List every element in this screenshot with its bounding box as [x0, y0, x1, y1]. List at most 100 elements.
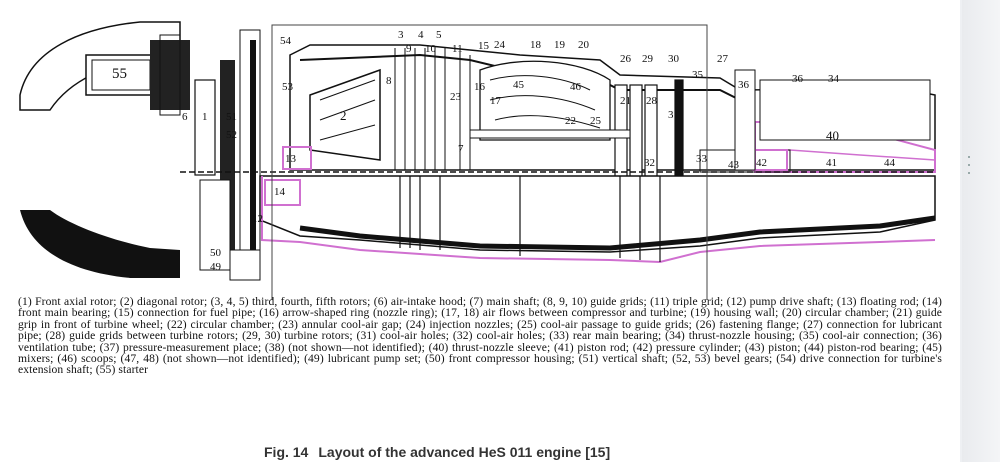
legend-entry: (28) guide grids between turbine rotors; [45, 329, 243, 343]
legend-entry: (43) piston; [744, 340, 805, 354]
legend-entry: (6) air-intake hood; [373, 295, 470, 308]
callout-54: 54 [280, 35, 292, 47]
callout-27: 27 [717, 53, 729, 65]
legend-entry: (7) main shaft; [469, 295, 543, 308]
lower-half-body [259, 175, 936, 253]
callout-2: 2 [340, 108, 347, 123]
drawing-stroke [469, 129, 631, 139]
callout-7: 7 [458, 143, 464, 155]
callout-22: 22 [565, 115, 576, 127]
callout-43: 43 [728, 159, 740, 171]
callout-12: 12 [252, 213, 263, 225]
legend-entry: (27) connection for lubricant pipe; [18, 317, 943, 343]
drawing-stroke [759, 79, 931, 141]
legend-entry: (55) starter [95, 363, 149, 377]
callout-20: 20 [578, 39, 590, 51]
callout-18: 18 [530, 39, 542, 51]
selection-box [271, 24, 708, 300]
callout-55: 55 [112, 66, 127, 82]
viewer-side-panel [962, 0, 1000, 462]
callout-23: 23 [450, 91, 462, 103]
intake-hood-lower [20, 210, 180, 278]
legend-entry: (3, 4, 5) third, fourth, fifth rotors; [210, 295, 374, 308]
legend-entry: (50) front compressor housing; [424, 352, 579, 366]
callout-4: 4 [418, 29, 424, 41]
callout-29: 29 [642, 53, 654, 65]
callout-35: 35 [692, 69, 704, 81]
legend-entry: (33) rear main bearing; [549, 329, 666, 343]
callout-49: 49 [210, 261, 222, 273]
legend-entry: (24) injection nozzles; [405, 317, 518, 331]
legend-entry: (40) thrust-nozzle sleeve; [428, 340, 554, 354]
caption-title: Layout of the advanced HeS 011 engine [1… [318, 444, 611, 460]
callout-24: 24 [494, 39, 506, 51]
starter-unit [85, 34, 190, 116]
callout-16: 16 [474, 81, 486, 93]
legend-entry: (46) scoops; [57, 352, 121, 366]
legend-entry: (2) diagonal rotor; [119, 295, 211, 308]
callout-5: 5 [436, 29, 442, 41]
legend-entry: (54) drive connection for turbine's exte… [18, 352, 943, 377]
callout-17: 17 [490, 95, 502, 107]
drawing-stroke [489, 75, 601, 129]
legend-entry: (19) housing wall; [690, 306, 782, 320]
legend-entry: (15) connection for fuel pipe; [114, 306, 260, 320]
callout-36: 36 [792, 73, 804, 85]
drawing-stroke [282, 146, 312, 170]
callout-15: 15 [478, 40, 490, 52]
callout-45: 45 [513, 79, 525, 91]
figure-caption: Fig. 14 Layout of the advanced HeS 011 en… [264, 444, 704, 460]
legend-entry: (22) circular chamber; [167, 317, 279, 331]
legend-entry: (41) piston rod; [554, 340, 633, 354]
drawing-stroke [399, 176, 661, 262]
legend-entry: (25) cool-air passage to guide grids; [517, 317, 696, 331]
drawing-stroke [229, 249, 261, 281]
callout-25: 25 [590, 115, 602, 127]
resize-grip[interactable] [966, 150, 972, 204]
callout-52: 52 [226, 129, 237, 141]
legend-entry: (1) Front axial rotor; [18, 295, 120, 308]
legend-entry: (29, 30) turbine rotors; [242, 329, 357, 343]
legend-entry: (20) circular chamber; [781, 306, 893, 320]
legend-entry: (11) triple grid; [650, 295, 727, 308]
callout-30: 30 [668, 53, 680, 65]
callout-6: 6 [182, 111, 188, 123]
legend-entry: (13) floating rod; [836, 295, 923, 308]
callout-9: 9 [406, 43, 412, 55]
callout-21: 21 [620, 95, 631, 107]
callout-8: 8 [386, 75, 392, 87]
caption-label: Fig. 14 [264, 444, 309, 460]
callout-36b: 36 [738, 79, 750, 91]
turbine-rotors [614, 79, 684, 211]
callout-10: 10 [425, 43, 437, 55]
legend-entry: (8, 9, 10) guide grids; [543, 295, 651, 308]
legend-entry: (38) (not shown—not identified); [264, 340, 429, 354]
document-page: 3 4 5 9 10 11 15 24 18 19 20 26 29 30 27… [0, 0, 960, 462]
legend-entry: (17, 18) air flows between compressor an… [441, 306, 691, 320]
callout-34: 34 [828, 73, 840, 85]
compressor-blades [394, 48, 471, 170]
drawing-stroke [199, 179, 231, 271]
callout-53: 53 [282, 81, 294, 93]
callout-46: 46 [570, 81, 582, 93]
figure-legend: (1) Front axial rotor; (2) diagonal roto… [18, 296, 942, 376]
legend-entry: (34) thrust-nozzle housing; [665, 329, 799, 343]
callout-11: 11 [452, 43, 463, 55]
legend-entry: (36) ventilation tube; [18, 329, 942, 354]
legend-entry: (51) vertical shaft; [578, 352, 673, 366]
front-rotor [194, 79, 216, 176]
legend-entry: (32) cool-air holes; [452, 329, 550, 343]
legend-entry: (12) pump drive shaft; [726, 295, 837, 308]
callout-1: 1 [202, 111, 208, 123]
callout-41: 41 [826, 157, 837, 169]
legend-entry: (23) annular cool-air gap; [278, 317, 406, 331]
callout-26: 26 [620, 53, 632, 65]
legend-entry: (47, 48) (not shown—not identified); [120, 352, 305, 366]
legend-entry: (14) front main bearing; [18, 295, 943, 320]
callout-13: 13 [285, 153, 297, 165]
drawing-stroke [261, 176, 936, 264]
engine-cross-section-drawing: 3 4 5 9 10 11 15 24 18 19 20 26 29 30 27… [19, 21, 936, 300]
drawing-stroke [250, 40, 256, 270]
legend-entry: (44) piston-rod bearing; [804, 340, 923, 354]
drawing-stroke [264, 179, 301, 206]
